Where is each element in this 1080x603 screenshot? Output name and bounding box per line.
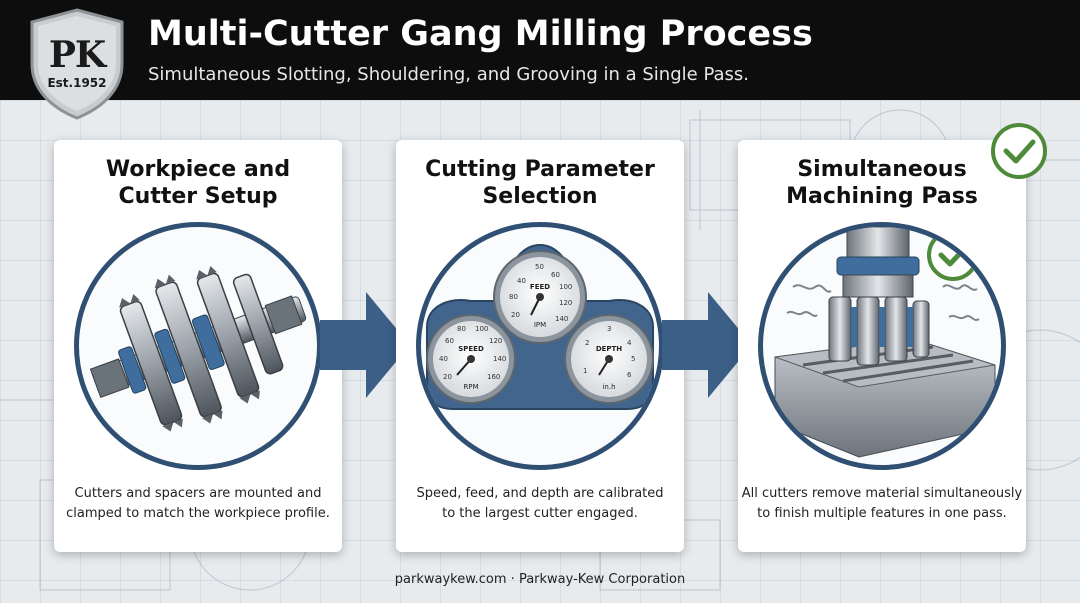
step-card-parameters: Cutting Parameter Selection 20 40 60 80 …: [396, 140, 684, 552]
feed-gauge-label: FEED: [530, 283, 550, 291]
depth-gauge: 1 2 3 4 5 6 DEPTH in.h: [564, 314, 654, 404]
cutter-arbor-icon: [89, 265, 307, 432]
shield-icon: [30, 8, 124, 120]
step-title: Workpiece and Cutter Setup: [54, 156, 342, 210]
speed-gauge: 20 40 60 80 100 120 140 160 SPEED RPM: [426, 314, 516, 404]
gauges-illustration: 20 40 60 80 100 120 140 160 SPEED RPM 20…: [416, 222, 664, 470]
depth-gauge-label: DEPTH: [596, 345, 622, 353]
speed-tick-label: 80: [457, 325, 466, 333]
feed-gauge: 20 40 50 60 80 100 120 140 FEED IPM: [493, 250, 587, 344]
check-icon: [927, 229, 979, 281]
speed-tick-label: 120: [489, 337, 502, 345]
feed-tick-label: 60: [551, 271, 560, 279]
arrow-right-icon: [320, 292, 410, 398]
step-description-line: All cutters remove material simultaneous…: [741, 486, 1023, 501]
milling-pass-icon: [774, 227, 996, 458]
speed-gauge-unit: RPM: [463, 383, 478, 391]
step-description-line: to finish multiple features in one pass.: [757, 506, 1007, 521]
machining-illustration: [758, 222, 1006, 470]
step-title-line: Cutter Setup: [118, 184, 278, 209]
step-description-line: Cutters and spacers are mounted and: [74, 486, 322, 501]
footer-credit: parkwaykew.com · Parkway-Kew Corporation: [394, 572, 686, 587]
depth-tick-label: 6: [627, 371, 632, 379]
step-title-line: Machining Pass: [786, 184, 978, 209]
step-card-setup: Workpiece and Cutter Setup: [54, 140, 342, 552]
speed-tick-label: 160: [487, 373, 500, 381]
speed-tick-label: 140: [493, 355, 506, 363]
feed-tick-label: 20: [511, 311, 520, 319]
feed-tick-label: 120: [559, 299, 572, 307]
step-title: Cutting Parameter Selection: [396, 156, 684, 210]
speed-gauge-label: SPEED: [458, 345, 484, 353]
step-card-machining: Simultaneous Machining Pass: [738, 140, 1026, 552]
step-description-line: clamped to match the workpiece profile.: [66, 506, 330, 521]
speed-tick-label: 100: [475, 325, 488, 333]
depth-tick-label: 4: [627, 339, 632, 347]
setup-illustration: [74, 222, 322, 470]
page-subtitle: Simultaneous Slotting, Shouldering, and …: [148, 64, 749, 85]
feed-gauge-unit: IPM: [534, 321, 546, 329]
depth-tick-label: 5: [631, 355, 635, 363]
gauge-panel-icon: 20 40 60 80 100 120 140 160 SPEED RPM 20…: [426, 243, 654, 410]
step-description-line: Speed, feed, and depth are calibrated: [416, 486, 664, 501]
page-title: Multi-Cutter Gang Milling Process: [148, 14, 813, 54]
depth-tick-label: 2: [585, 339, 589, 347]
step-title-line: Workpiece and: [105, 157, 291, 182]
step-description: All cutters remove material simultaneous…: [738, 484, 1026, 524]
company-logo: PK Est.1952: [28, 8, 126, 120]
logo-established: Est.1952: [47, 76, 107, 90]
step-description-line: to the largest cutter engaged.: [442, 506, 638, 521]
step-title-line: Simultaneous: [797, 157, 967, 182]
header-bar: PK Est.1952 Multi-Cutter Gang Milling Pr…: [0, 0, 1080, 120]
step-title-line: Cutting Parameter: [425, 157, 655, 182]
step-description: Cutters and spacers are mounted and clam…: [54, 484, 342, 524]
check-icon: [991, 123, 1047, 179]
feed-tick-label: 140: [555, 315, 568, 323]
speed-tick-label: 60: [445, 337, 454, 345]
feed-tick-label: 80: [509, 293, 518, 301]
feed-tick-label: 50: [535, 263, 544, 271]
feed-tick-label: 40: [517, 277, 526, 285]
depth-tick-label: 3: [607, 325, 611, 333]
speed-tick-label: 20: [443, 373, 452, 381]
step-description: Speed, feed, and depth are calibrated to…: [396, 484, 684, 524]
depth-tick-label: 1: [583, 367, 587, 375]
speed-tick-label: 40: [439, 355, 448, 363]
depth-gauge-unit: in.h: [602, 383, 615, 391]
logo-monogram: PK: [48, 34, 106, 76]
arrow-right-icon: [662, 292, 752, 398]
step-title-line: Selection: [482, 184, 598, 209]
step-title: Simultaneous Machining Pass: [738, 156, 1026, 210]
feed-tick-label: 100: [559, 283, 572, 291]
